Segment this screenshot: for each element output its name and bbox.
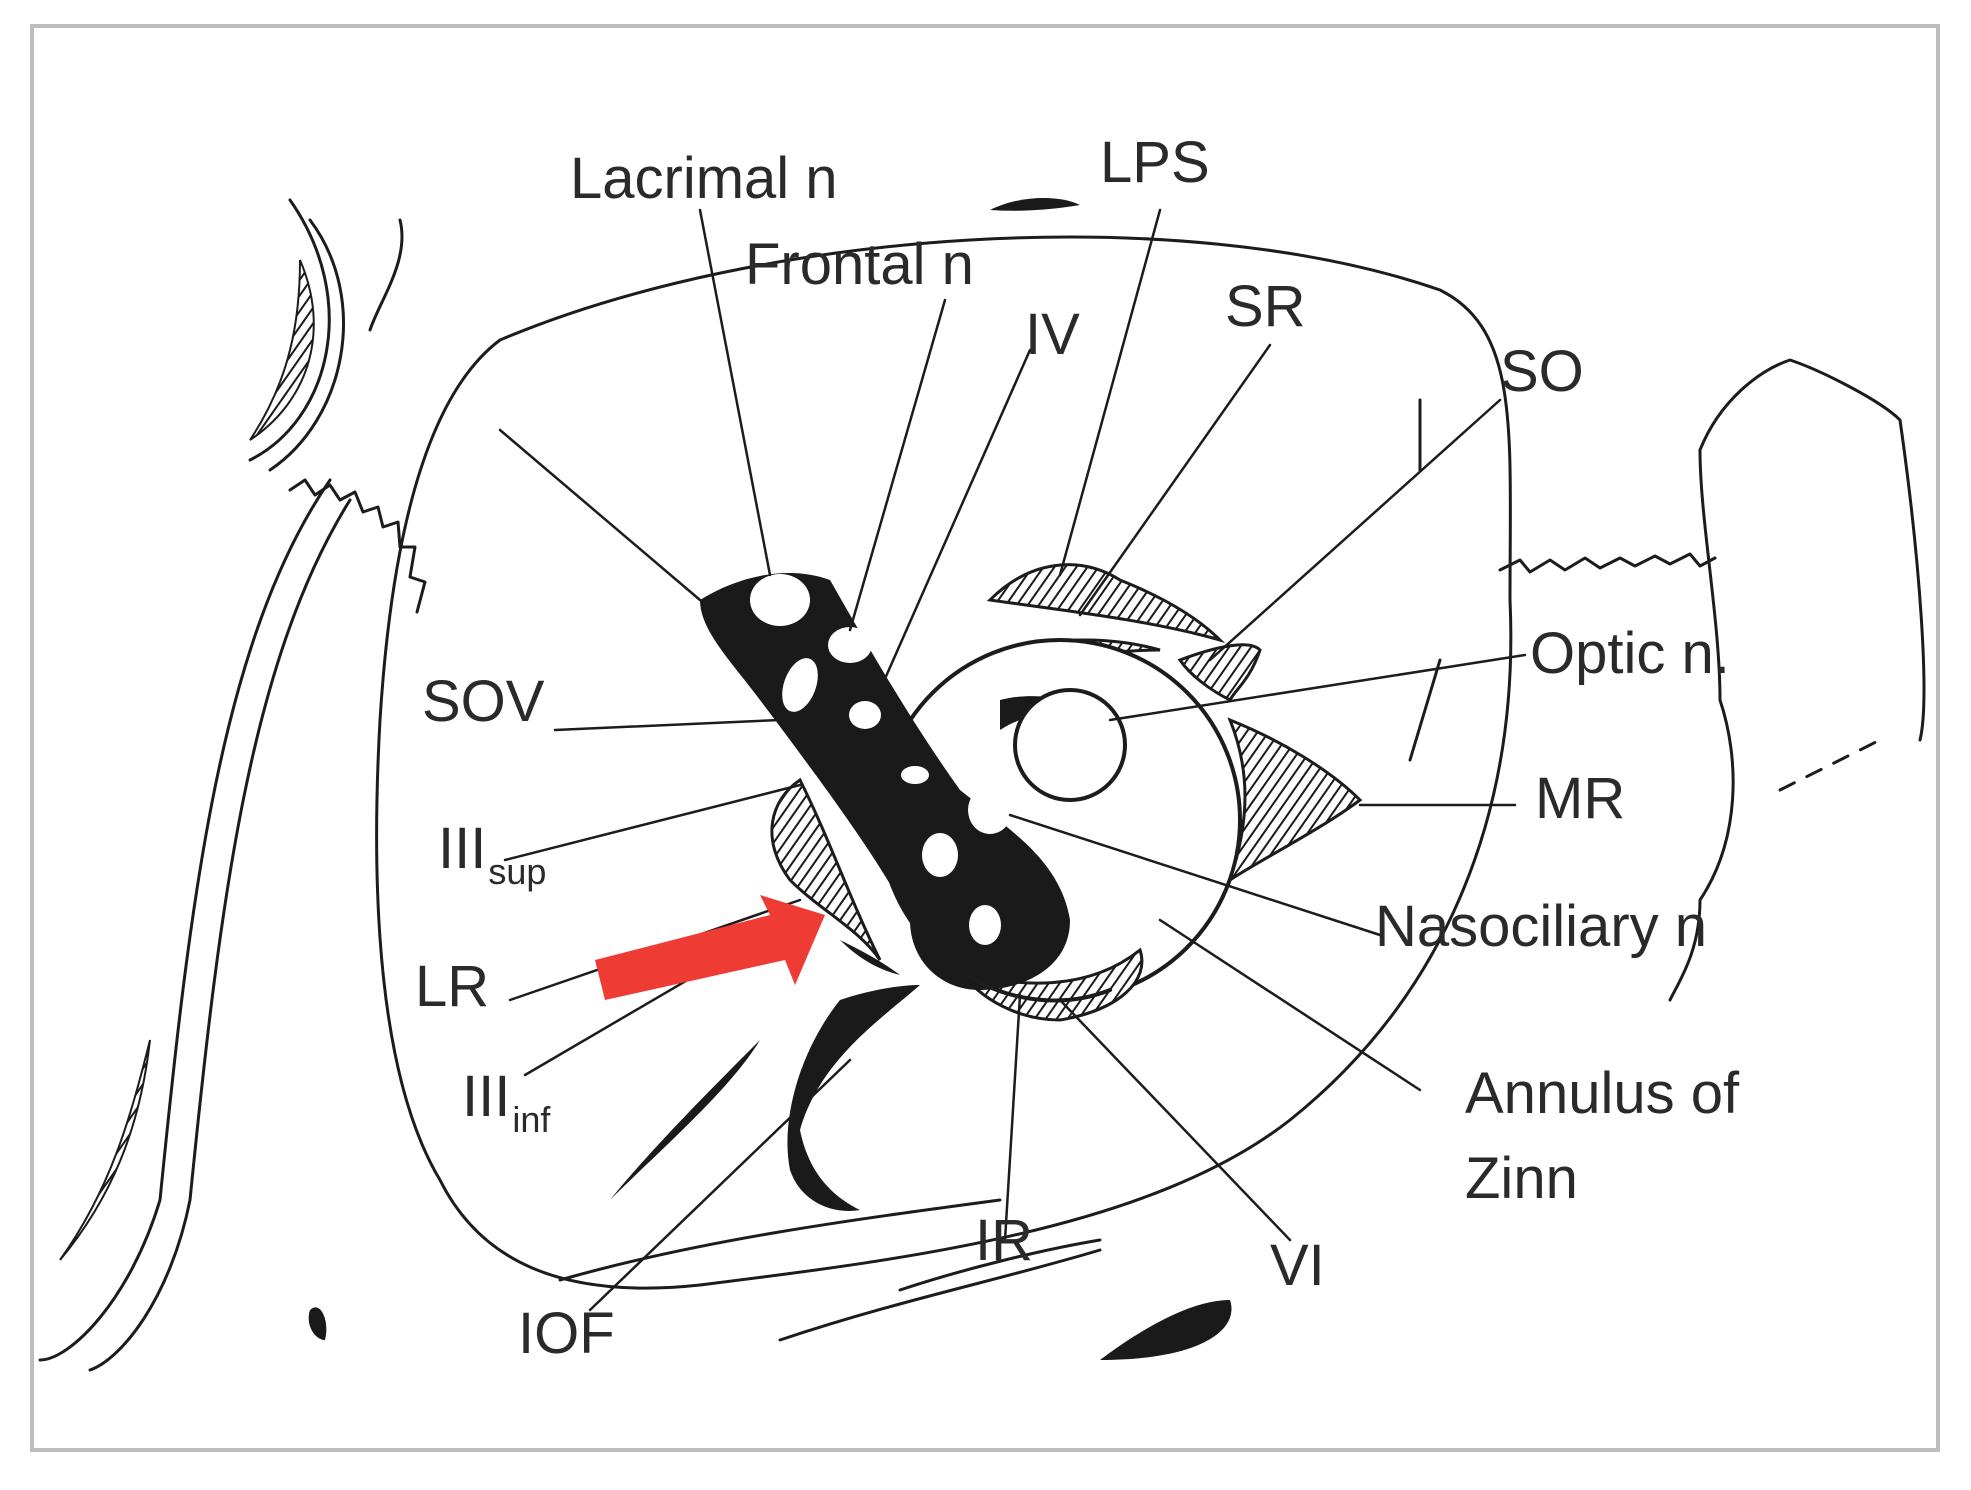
- label-lr: LR: [415, 954, 490, 1019]
- left-bone-hatch-bottom: [59, 1039, 151, 1261]
- leader-lines: [498, 208, 1527, 1312]
- orbit-outline: [375, 235, 1513, 1290]
- sov-vessel: [782, 658, 818, 712]
- left-bone-hatch-top: [249, 259, 315, 441]
- lr-muscle: [770, 777, 882, 961]
- left-bone-contour-2: [268, 218, 345, 472]
- lr-dark-sliver: [840, 940, 900, 975]
- label-iii-sup-subscript: sup: [488, 851, 547, 892]
- iii-sup-nerve: [901, 766, 929, 784]
- iof-dark-wedge: [787, 985, 920, 1211]
- label-vi: VI: [1270, 1233, 1325, 1298]
- right-bone-contour-2: [1668, 448, 1735, 1002]
- label-optic-n: Optic n.: [1530, 621, 1730, 686]
- optic-nerve: [1013, 688, 1127, 802]
- label-iof: IOF: [518, 1301, 615, 1366]
- suture-right: [1498, 552, 1717, 574]
- right-dashes: [1778, 738, 1882, 792]
- bottom-dark-blob: [1100, 1300, 1232, 1360]
- label-iii-sup: IIIsup: [438, 820, 546, 890]
- frontal-nerve: [828, 627, 872, 663]
- suture-left: [288, 478, 427, 614]
- lacrimal-nerve: [750, 574, 810, 626]
- label-nasociliary-n: Nasociliary n: [1375, 894, 1707, 959]
- iv-nerve: [849, 701, 881, 729]
- left-bone-contour-3: [368, 218, 404, 332]
- red-arrow: [595, 895, 825, 1000]
- left-bone-contour-4: [38, 478, 332, 1362]
- label-sr: SR: [1225, 274, 1306, 339]
- label-mr: MR: [1535, 766, 1626, 831]
- label-ir: IR: [975, 1208, 1033, 1273]
- label-frontal-n: Frontal n: [745, 232, 974, 297]
- so-muscle: [1177, 643, 1262, 703]
- iof-dark-streak: [610, 1040, 760, 1200]
- label-annulus-line2: Zinn: [1465, 1146, 1578, 1211]
- right-bone-contour-1: [1698, 358, 1926, 742]
- label-iii-inf: IIIinf: [462, 1068, 550, 1138]
- label-so: SO: [1500, 339, 1584, 404]
- label-lps: LPS: [1100, 130, 1210, 195]
- top-dark-sliver: [990, 198, 1080, 211]
- label-lacrimal-n: Lacrimal n: [570, 146, 838, 211]
- left-bone-contour-1: [248, 198, 331, 462]
- label-iv: IV: [1025, 302, 1080, 367]
- mr-muscle: [1227, 717, 1363, 884]
- bottom-contour-2: [778, 1248, 1102, 1342]
- label-iii-inf-subscript: inf: [512, 1099, 551, 1140]
- label-iii-inf-main: III: [462, 1064, 511, 1129]
- bottom-contour-3: [898, 1238, 1102, 1292]
- ir-muscle: [956, 947, 1144, 1022]
- ir-sheath: [958, 968, 1112, 1003]
- iii-inf-nerve: [969, 905, 1001, 945]
- bottom-contour-1: [558, 1198, 1002, 1282]
- vi-nerve: [922, 833, 958, 877]
- label-iii-sup-main: III: [438, 816, 487, 881]
- label-annulus-line1: Annulus of: [1465, 1061, 1740, 1126]
- right-tick-2: [1408, 658, 1442, 762]
- small-dark-mark: [308, 1307, 327, 1340]
- nasociliary-nerve: [968, 786, 1012, 834]
- lps-muscle: [986, 563, 1226, 644]
- label-sov: SOV: [422, 669, 545, 734]
- left-bone-contour-5: [88, 498, 352, 1372]
